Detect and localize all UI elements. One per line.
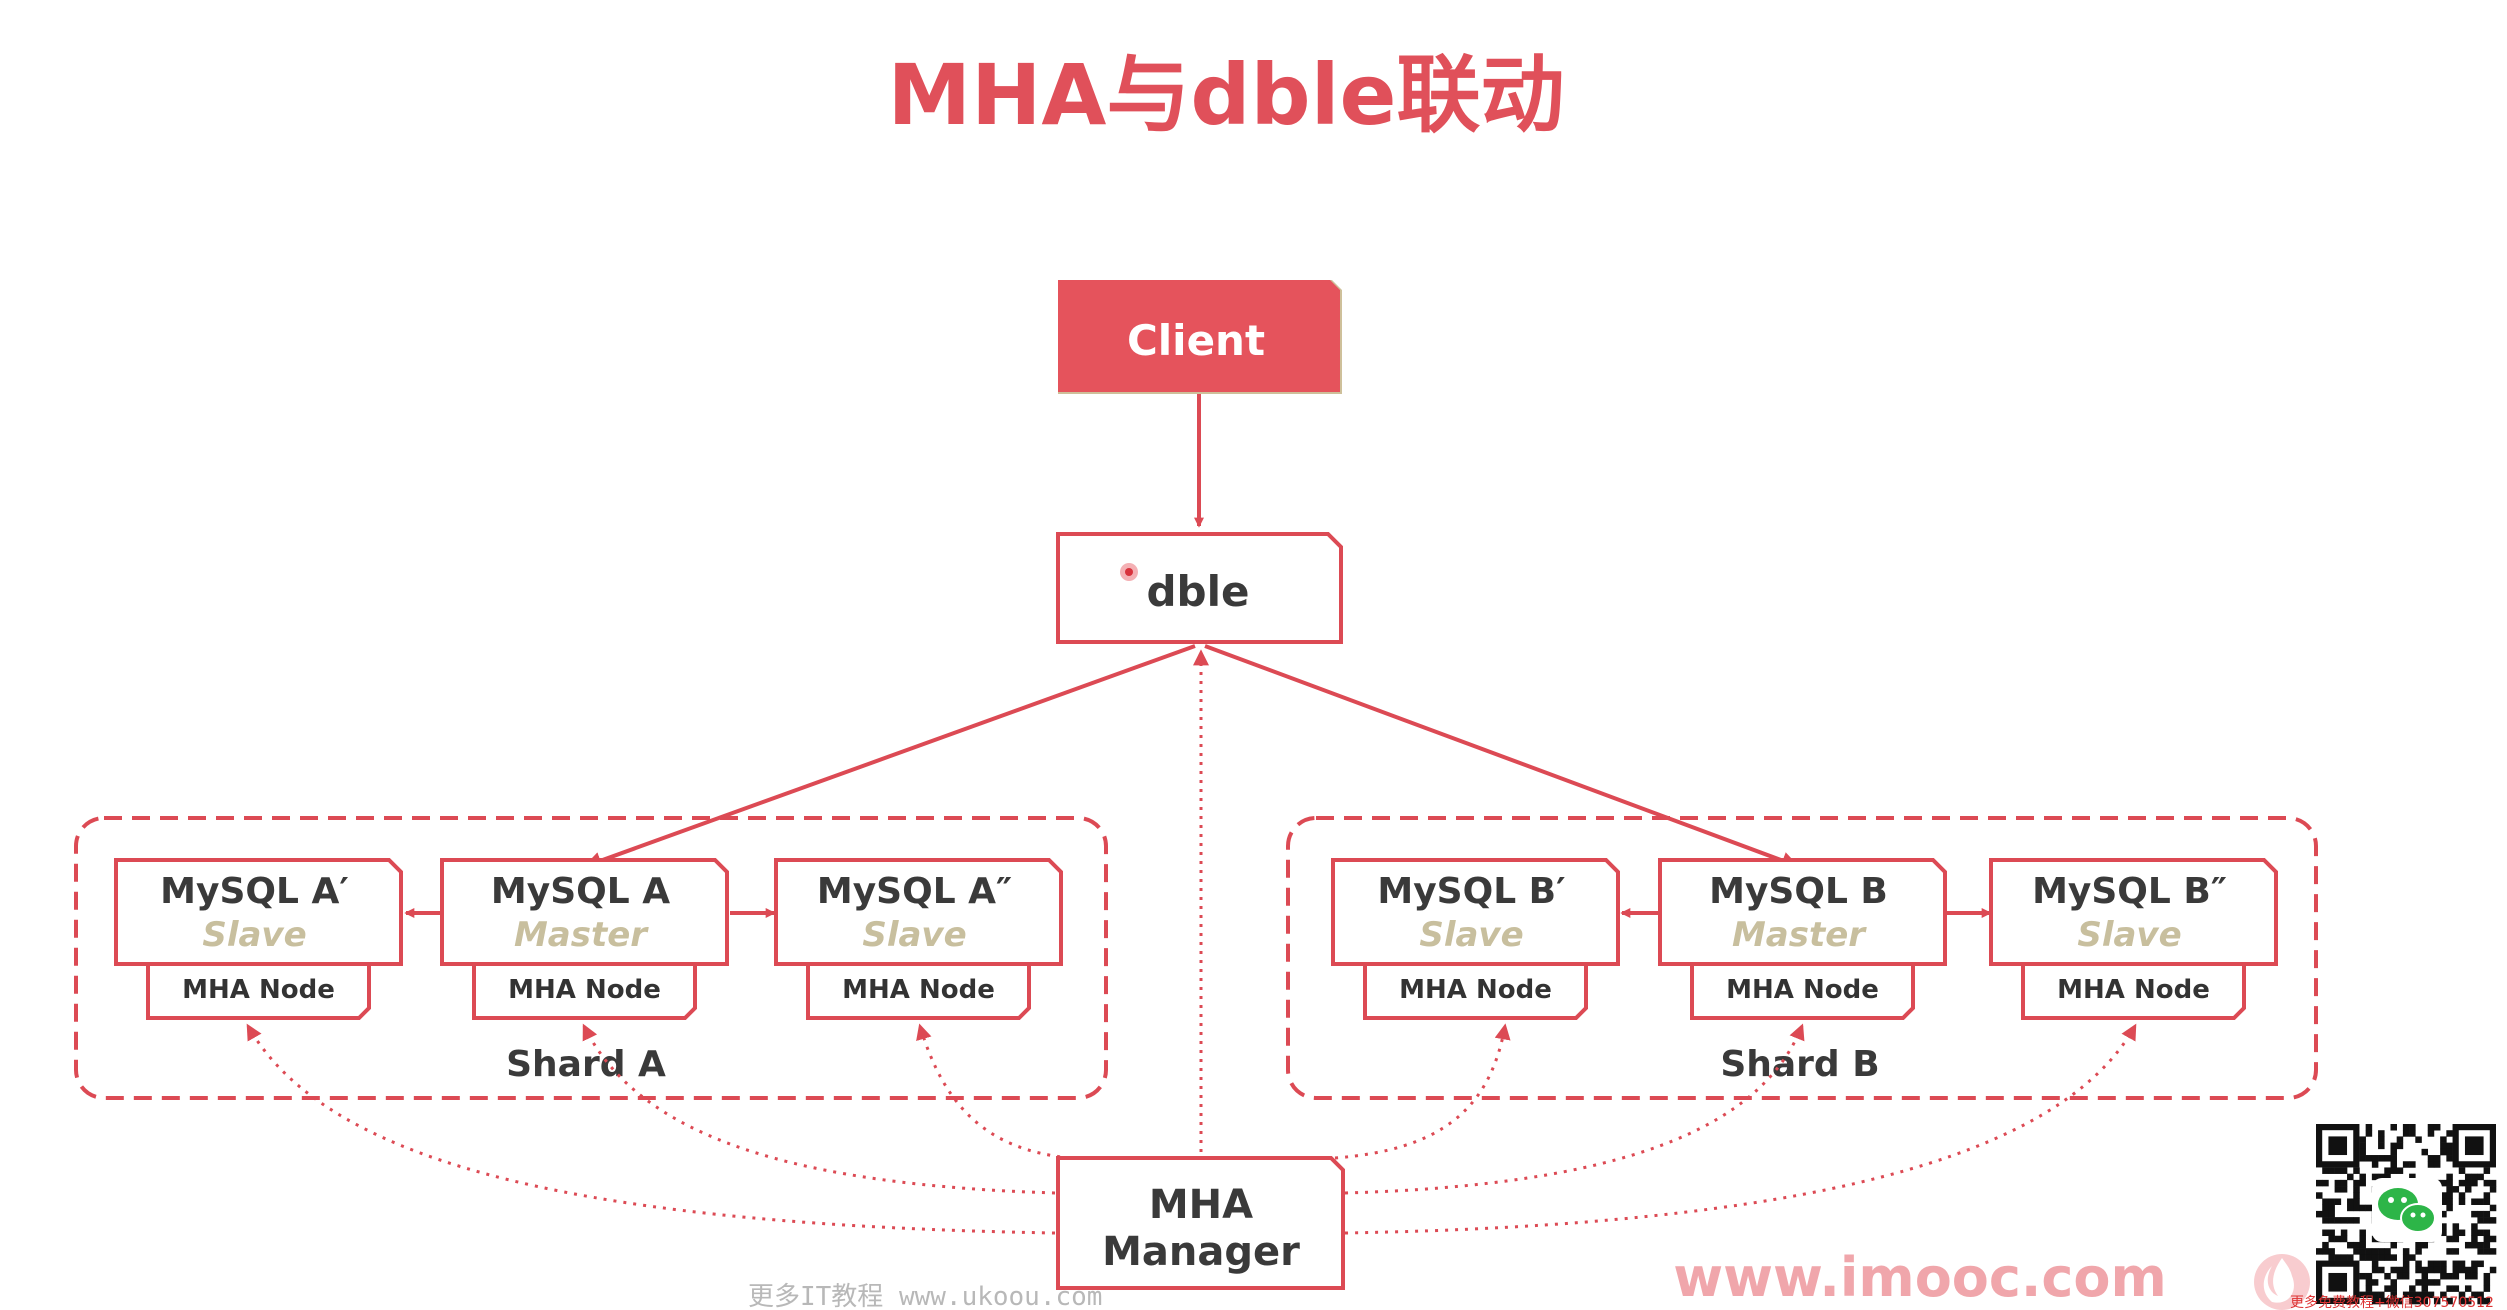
- shard-b-label: Shard B: [1720, 1044, 1879, 1085]
- flame-logo-icon: [2254, 1254, 2310, 1310]
- client-node: Client: [1058, 280, 1342, 394]
- mysql-a-role: Master: [514, 915, 649, 955]
- manager-to-node-b-curve: [1344, 1023, 1805, 1195]
- manager-label-line1: MHA: [1149, 1182, 1253, 1228]
- qr-caption: 更多免费教程+微信307570512: [2290, 1294, 2494, 1310]
- mysql-a1-mha-node-label: MHA Node: [182, 975, 335, 1005]
- mysql-b-role: Master: [1732, 915, 1867, 955]
- dble-to-master-b-arrow: [1204, 644, 1800, 870]
- left-watermark: 更多IT教程 www.ukoou.com: [748, 1282, 1102, 1310]
- mysql-a2-role: Slave: [862, 915, 966, 955]
- manager-to-node-a-curve: [582, 1023, 1056, 1195]
- mysql-b-name: MySQL B: [1709, 871, 1888, 912]
- mysql-b1-box: [1331, 858, 1620, 966]
- mysql-a1-name: MySQL A′: [160, 871, 349, 912]
- wechat-icon: [2372, 1178, 2442, 1242]
- mysql-b2-box: [1989, 858, 2278, 966]
- manager-to-node-b2-curve: [1344, 1023, 2137, 1235]
- shard-a-container: [74, 816, 1108, 1100]
- mha-manager-node: MHA Manager: [1056, 1156, 1345, 1290]
- dble-to-master-a-arrow: [583, 644, 1196, 870]
- mysql-a2-mha-node-label: MHA Node: [842, 975, 995, 1005]
- client-label: Client: [1127, 316, 1265, 365]
- manager-to-node-a2-curve: [916, 1023, 1071, 1160]
- manager-label-line2: Manager: [1102, 1229, 1300, 1275]
- mysql-a2-box: [774, 858, 1063, 966]
- mysql-b2-role: Slave: [2077, 915, 2181, 955]
- page-title: MHA与dble联动: [888, 46, 1565, 144]
- shard-b-container: [1286, 816, 2318, 1100]
- mysql-a-box: [440, 858, 729, 966]
- mysql-b2-mha-node-label: MHA Node: [2057, 975, 2210, 1005]
- manager-to-node-b1-curve: [1334, 1023, 1511, 1160]
- mysql-b2-name: MySQL B″: [2032, 871, 2227, 912]
- mysql-a1-role: Slave: [202, 915, 306, 955]
- mysql-b-mha-node-label: MHA Node: [1726, 975, 1879, 1005]
- dble-label: dble: [1146, 567, 1249, 616]
- mysql-b-box: [1658, 858, 1947, 966]
- dble-node: dble: [1056, 532, 1343, 644]
- site-watermark: www.imooc.com: [1673, 1246, 2167, 1309]
- shard-a-label: Shard A: [506, 1044, 666, 1085]
- mysql-a2-name: MySQL A″: [817, 871, 1012, 912]
- mysql-a1-box: [114, 858, 403, 966]
- mysql-a-mha-node-label: MHA Node: [508, 975, 661, 1005]
- mysql-b1-mha-node-label: MHA Node: [1399, 975, 1552, 1005]
- mysql-b1-role: Slave: [1419, 915, 1523, 955]
- mysql-b1-name: MySQL B′: [1377, 871, 1565, 912]
- mysql-a-name: MySQL A: [491, 871, 670, 912]
